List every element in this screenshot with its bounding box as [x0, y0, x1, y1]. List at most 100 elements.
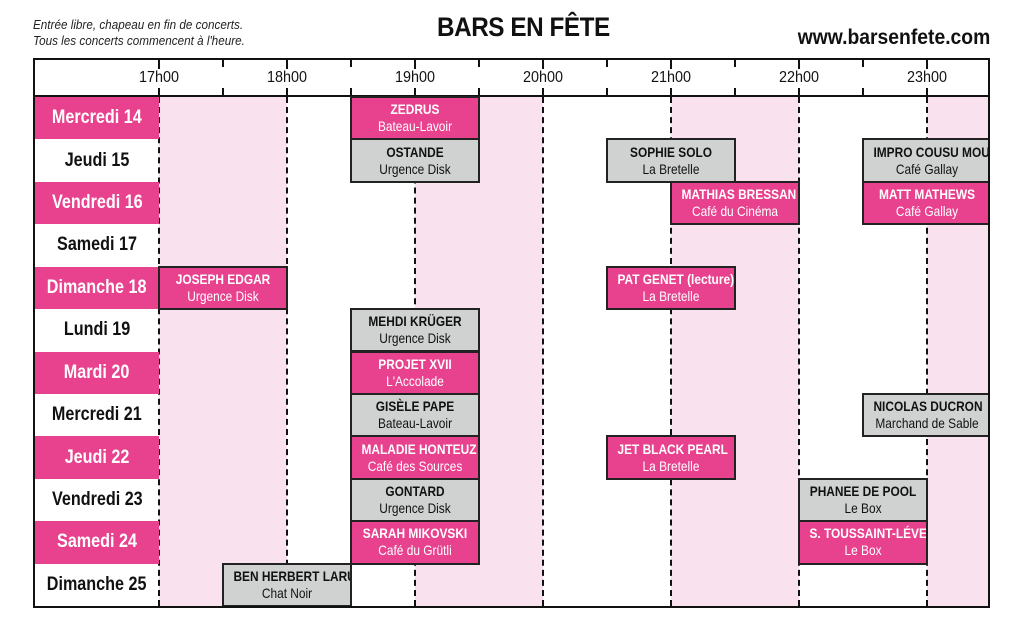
artist-name: PROJET XVII: [378, 355, 452, 372]
venue-name: Urgence Disk: [187, 287, 259, 304]
time-tick: [414, 60, 416, 69]
hour-gridline: [798, 97, 800, 606]
venue-name: La Bretelle: [642, 160, 700, 177]
artist-name: JET BLACK PEARL: [617, 440, 728, 457]
time-band: [159, 97, 287, 606]
hour-label: 18h00: [266, 69, 308, 86]
concert-block[interactable]: PAT GENET (lecture)La Bretelle: [606, 265, 736, 311]
venue-name: Le Box: [844, 542, 882, 559]
venue-name: Urgence Disk: [379, 160, 451, 177]
time-tick: [926, 60, 928, 69]
hour-label: 20h00: [522, 69, 564, 86]
time-tick: [670, 60, 672, 69]
hour-label: 22h00: [778, 69, 820, 86]
venue-name: Chat Noir: [261, 584, 313, 601]
venue-name: La Bretelle: [642, 457, 700, 474]
day-label: Mercredi 21: [35, 394, 159, 436]
artist-name: PAT GENET (lecture): [617, 270, 735, 287]
artist-name: BEN HERBERT LARUE: [233, 567, 352, 584]
artist-name: SARAH MIKOVSKI: [362, 525, 468, 542]
artist-name: IMPRO COUSU MOUCHE: [873, 143, 990, 160]
venue-name: Café du Grütli: [378, 542, 452, 559]
artist-name: MATHIAS BRESSAN: [681, 186, 797, 203]
artist-name: NICOLAS DUCRON: [873, 398, 983, 415]
hour-gridline: [670, 97, 672, 606]
day-label-text: Vendredi 23: [51, 488, 143, 510]
venue-name: Café Gallay: [895, 160, 959, 177]
artist-name: S. TOUSSAINT-LÉVEILLÉ: [809, 525, 927, 542]
venue-name: Urgence Disk: [379, 499, 451, 516]
venue-name: Urgence Disk: [379, 330, 451, 347]
day-label-text: Jeudi 22: [64, 446, 130, 468]
venue-name: Bateau-Lavoir: [377, 118, 453, 135]
hour-label: 17h00: [138, 69, 180, 86]
hour-gridline: [926, 97, 928, 606]
time-tick: [798, 88, 800, 97]
artist-name: MATT MATHEWS: [878, 186, 976, 203]
time-tick: [478, 60, 480, 67]
day-label: Jeudi 15: [35, 139, 159, 181]
artist-name: JOSEPH EDGAR: [175, 270, 271, 287]
day-label: Jeudi 22: [35, 436, 159, 479]
artist-name: MALADIE HONTEUZ: [361, 440, 477, 457]
venue-name: Café Gallay: [895, 203, 959, 220]
artist-name: MEHDI KRÜGER: [368, 313, 462, 330]
day-label-text: Lundi 19: [63, 319, 131, 341]
venue-name: Café du Cinéma: [691, 203, 778, 220]
time-tick: [286, 88, 288, 97]
time-tick: [542, 60, 544, 69]
artist-name: GONTARD: [385, 482, 445, 499]
day-label-text: Samedi 17: [57, 234, 137, 256]
day-label-text: Dimanche 25: [47, 573, 147, 595]
venue-name: L'Accolade: [386, 372, 444, 389]
time-tick: [670, 88, 672, 97]
day-label: Vendredi 23: [35, 479, 159, 521]
day-label: Mardi 20: [35, 351, 159, 394]
venue-name: Marchand de Sable: [875, 415, 979, 432]
time-tick: [222, 88, 224, 95]
time-tick: [926, 88, 928, 97]
hour-label: 21h00: [650, 69, 692, 86]
time-tick: [478, 88, 480, 95]
concert-block[interactable]: IMPRO COUSU MOUCHECafé Gallay: [862, 138, 990, 183]
hour-gridline: [158, 97, 160, 606]
venue-name: Bateau-Lavoir: [377, 415, 453, 432]
day-label-text: Jeudi 15: [64, 149, 130, 171]
time-tick: [734, 88, 736, 95]
time-tick: [158, 88, 160, 97]
day-label-text: Dimanche 18: [47, 276, 147, 298]
hour-gridline: [286, 97, 288, 606]
page-title: BARS EN FÊTE: [437, 12, 610, 42]
day-label: Mercredi 14: [35, 97, 159, 140]
day-label: Dimanche 18: [35, 266, 159, 310]
concert-block[interactable]: S. TOUSSAINT-LÉVEILLÉLe Box: [798, 520, 928, 565]
venue-name: Le Box: [844, 499, 882, 516]
artist-name: OSTANDE: [386, 143, 444, 160]
day-label: Samedi 24: [35, 521, 159, 564]
note-line-1: Entrée libre, chapeau en fin de concerts…: [33, 17, 244, 32]
website-link[interactable]: www.barsenfete.com: [797, 26, 990, 49]
venue-name: La Bretelle: [642, 287, 700, 304]
time-tick: [542, 88, 544, 97]
venue-name: Café des Sources: [367, 457, 463, 474]
hour-label: 19h00: [394, 69, 436, 86]
day-label-text: Mercredi 14: [52, 107, 142, 129]
